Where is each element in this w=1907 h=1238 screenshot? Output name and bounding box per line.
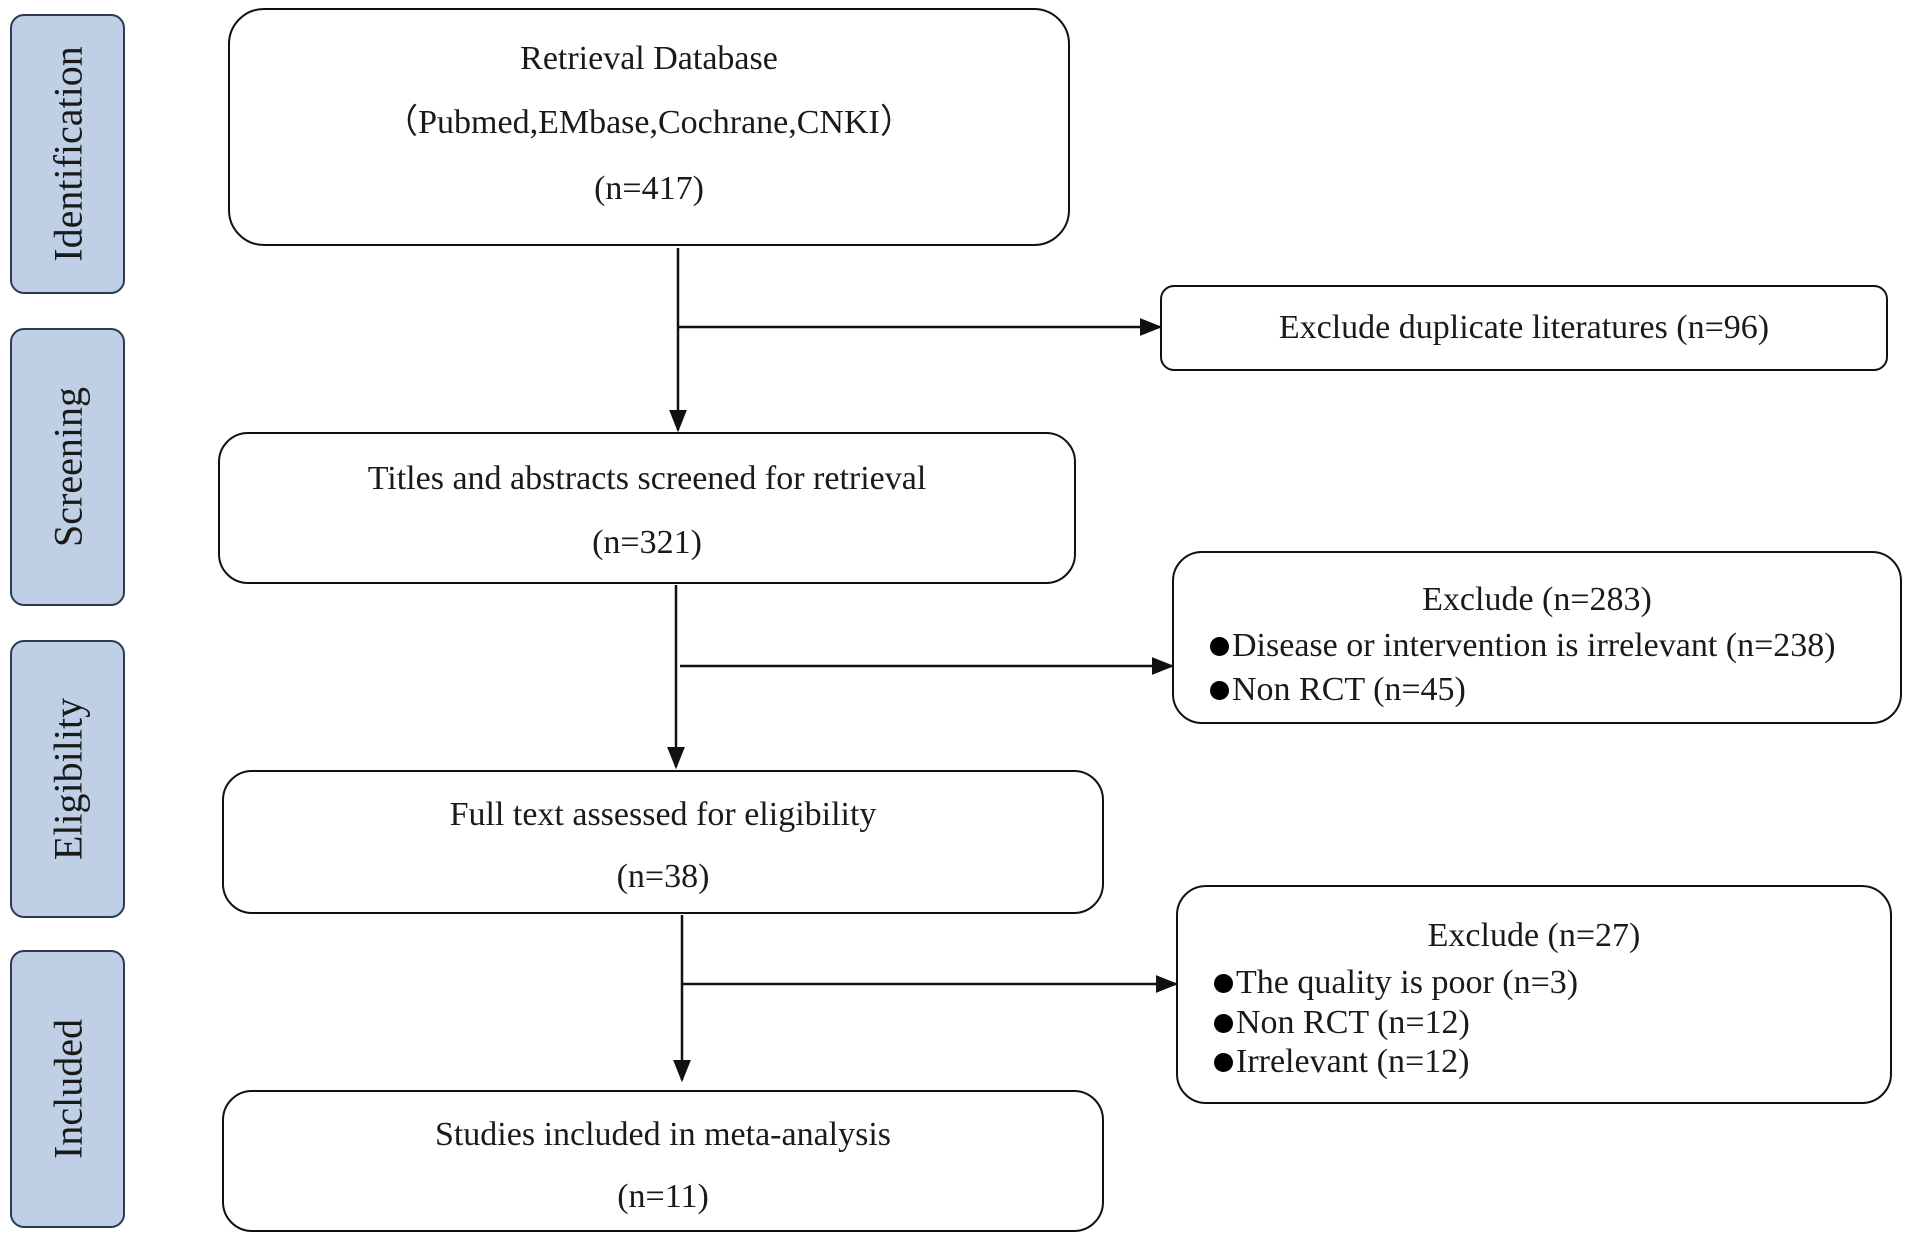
retrieval-database-box: Retrieval Database （Pubmed,EMbase,Cochra… (228, 8, 1070, 246)
exclude-eligibility-box: Exclude (n=27) The quality is poor (n=3)… (1176, 885, 1892, 1104)
phase-eligibility: Eligibility (10, 640, 125, 918)
retrieval-sources: （Pubmed,EMbase,Cochrane,CNKI） (384, 104, 914, 141)
exclude2-item: Irrelevant (n=12) (1214, 1045, 1469, 1079)
screening-count: (n=321) (592, 524, 702, 561)
eligibility-count: (n=38) (616, 858, 710, 895)
included-box: Studies included in meta-analysis (n=11) (222, 1090, 1104, 1232)
exclude1-item: Non RCT (n=45) (1210, 673, 1466, 707)
included-title: Studies included in meta-analysis (434, 1116, 892, 1153)
exclude-duplicates-box: Exclude duplicate literatures (n=96) (1160, 285, 1888, 371)
bullet-icon (1214, 1013, 1233, 1033)
exclude1-title: Exclude (n=283) (1422, 581, 1652, 618)
screening-title: Titles and abstracts screened for retrie… (367, 460, 927, 497)
bullet-icon (1214, 973, 1233, 993)
exclude2-title: Exclude (n=27) (1427, 917, 1641, 954)
retrieval-count: (n=417) (594, 170, 704, 207)
included-count: (n=11) (617, 1178, 709, 1215)
phase-included: Included (10, 950, 125, 1228)
exclude2-item: Non RCT (n=12) (1214, 1006, 1470, 1040)
phase-screening: Screening (10, 328, 125, 606)
exclude2-item: The quality is poor (n=3) (1214, 966, 1578, 1000)
phase-identification: Identification (10, 14, 125, 294)
bullet-icon (1210, 680, 1229, 700)
exclude-screening-box: Exclude (n=283) Disease or intervention … (1172, 551, 1902, 724)
bullet-icon (1214, 1052, 1233, 1072)
bullet-icon (1210, 636, 1229, 656)
exclude1-item: Disease or intervention is irrelevant (n… (1210, 629, 1836, 663)
duplicates-text: Exclude duplicate literatures (n=96) (1278, 309, 1770, 346)
eligibility-title: Full text assessed for eligibility (449, 796, 877, 833)
eligibility-box: Full text assessed for eligibility (n=38… (222, 770, 1104, 914)
screening-box: Titles and abstracts screened for retrie… (218, 432, 1076, 584)
retrieval-title: Retrieval Database (520, 40, 778, 77)
